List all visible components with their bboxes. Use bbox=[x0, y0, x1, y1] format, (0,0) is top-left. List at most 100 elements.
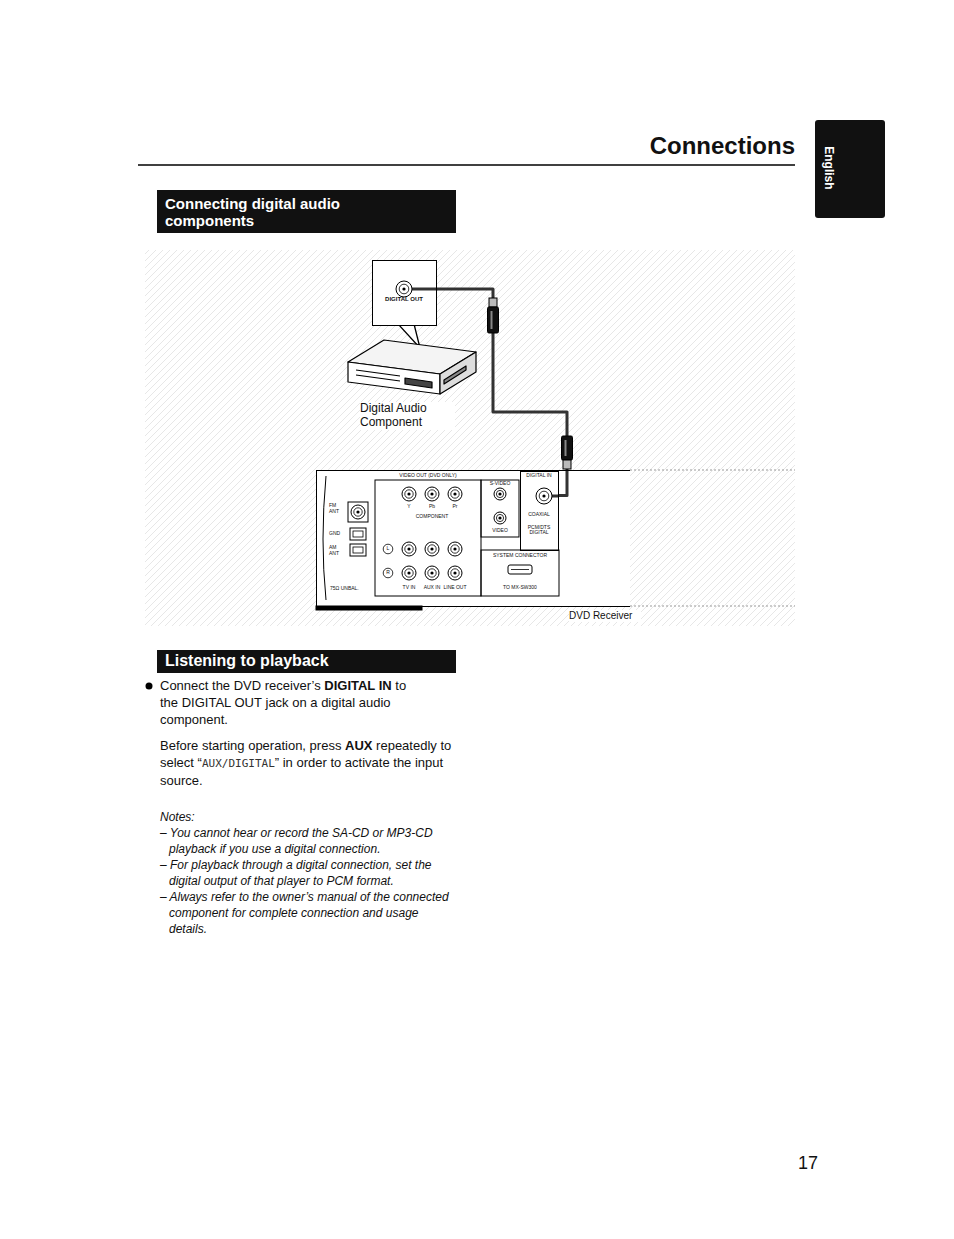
jack bbox=[451, 545, 459, 553]
receiver-panel-art bbox=[383, 544, 393, 554]
receiver-panel-art bbox=[316, 470, 795, 610]
node-label: DIGITAL OUT bbox=[373, 296, 435, 303]
jack bbox=[451, 490, 459, 498]
jack bbox=[448, 487, 462, 501]
callout-bubble bbox=[373, 261, 437, 348]
section-heading: Listening to playback bbox=[165, 652, 445, 670]
receiver-panel-art bbox=[508, 565, 532, 574]
jack bbox=[428, 545, 436, 553]
jack-label: S-VIDEO bbox=[482, 481, 518, 487]
jack bbox=[402, 566, 416, 580]
receiver-panel-art bbox=[353, 547, 363, 553]
channel-mark: L bbox=[384, 546, 392, 552]
jack bbox=[354, 508, 362, 516]
node-label: Digital Audio Component bbox=[360, 402, 455, 430]
jack-label: Y bbox=[399, 504, 419, 510]
jack bbox=[430, 547, 433, 550]
jack-label: Pb bbox=[422, 504, 442, 510]
channel-mark: R bbox=[384, 570, 392, 576]
jack bbox=[405, 545, 413, 553]
terminal-label: AM ANT bbox=[329, 545, 347, 557]
title-rule bbox=[138, 165, 795, 166]
display-readout: AUX/DIGITAL bbox=[202, 757, 275, 770]
digital-audio-device bbox=[444, 366, 466, 384]
jack bbox=[430, 571, 433, 574]
jack bbox=[425, 487, 439, 501]
body-text: AUX bbox=[345, 738, 372, 753]
digital-audio-device bbox=[348, 340, 476, 394]
jack bbox=[407, 571, 410, 574]
body-text: Connect the DVD receiver’s bbox=[160, 678, 321, 693]
receiver-panel-art bbox=[481, 480, 519, 537]
digital-audio-device bbox=[440, 352, 476, 394]
jack bbox=[453, 571, 456, 574]
receiver-panel-art bbox=[630, 606, 795, 607]
digital-audio-device bbox=[356, 370, 400, 376]
jack bbox=[448, 487, 462, 501]
node-label: COAXIAL bbox=[521, 512, 558, 518]
jack bbox=[402, 487, 416, 501]
jack-label: TO MX-SW300 bbox=[482, 585, 558, 591]
notes: Notes:– You cannot hear or record the SA… bbox=[160, 809, 458, 937]
jack bbox=[536, 488, 552, 504]
jack bbox=[498, 516, 501, 519]
jack-label: LINE OUT bbox=[443, 585, 467, 591]
callout-bubble bbox=[412, 288, 437, 291]
receiver-panel-art bbox=[353, 531, 363, 537]
node-label: DVD Receiver bbox=[569, 610, 641, 622]
diagram-ground bbox=[145, 250, 795, 626]
jack bbox=[402, 487, 416, 501]
bullet bbox=[146, 683, 153, 690]
rca-plug bbox=[488, 298, 573, 469]
body-text: DIGITAL IN bbox=[324, 678, 391, 693]
jack bbox=[542, 494, 545, 497]
jack-label: VIDEO bbox=[482, 528, 518, 534]
jack bbox=[425, 566, 439, 580]
body-text: DIGITAL OUT bbox=[182, 695, 262, 710]
jack bbox=[402, 542, 416, 556]
text-column: Connect the DVD receiver’sDIGITAL INto t… bbox=[160, 677, 458, 937]
jack bbox=[425, 487, 439, 501]
rca-plug bbox=[489, 298, 497, 307]
jack-label: Pr bbox=[445, 504, 465, 510]
jack bbox=[496, 514, 503, 521]
jack bbox=[396, 281, 412, 297]
receiver-panel-art bbox=[323, 476, 326, 600]
language-tab bbox=[815, 120, 885, 218]
rca-plug bbox=[562, 436, 573, 460]
jack-group-label: VIDEO OUT (DVD ONLY) bbox=[388, 473, 468, 479]
jack bbox=[448, 542, 462, 556]
section-bar bbox=[157, 650, 456, 673]
jack bbox=[453, 492, 456, 495]
jack bbox=[407, 492, 410, 495]
digital-audio-device bbox=[405, 378, 432, 388]
receiver-panel-art bbox=[350, 544, 366, 556]
language-tab-label: English bbox=[821, 128, 835, 208]
language-tab bbox=[815, 120, 885, 218]
jack bbox=[402, 542, 416, 556]
notes-heading: Notes: bbox=[160, 809, 458, 825]
jack bbox=[356, 510, 359, 513]
jack bbox=[425, 566, 439, 580]
rca-plug bbox=[563, 460, 571, 469]
receiver-panel-art bbox=[511, 569, 529, 570]
note-item: – You cannot hear or record the SA-CD or… bbox=[160, 825, 458, 857]
receiver-panel-art bbox=[348, 502, 368, 522]
jack bbox=[407, 547, 410, 550]
paragraph: Before starting operation, pressAUXrepea… bbox=[160, 737, 458, 789]
digital-in-group: DIGITAL INCOAXIALPCM/DTS DIGITAL bbox=[520, 471, 559, 551]
receiver-panel: DIGITAL INCOAXIALPCM/DTS DIGITALDVD Rece… bbox=[316, 470, 630, 607]
jack bbox=[539, 491, 549, 501]
jack bbox=[498, 492, 501, 495]
receiver-panel-art bbox=[481, 550, 559, 596]
rca-plug bbox=[491, 311, 493, 329]
page-title: Connections bbox=[555, 132, 795, 160]
jack bbox=[351, 505, 365, 519]
jack bbox=[428, 490, 436, 498]
jack bbox=[351, 505, 365, 519]
jack-label: SYSTEM CONNECTOR bbox=[482, 553, 558, 559]
section-bar bbox=[157, 190, 456, 233]
terminal-label: FM ANT bbox=[329, 503, 347, 515]
